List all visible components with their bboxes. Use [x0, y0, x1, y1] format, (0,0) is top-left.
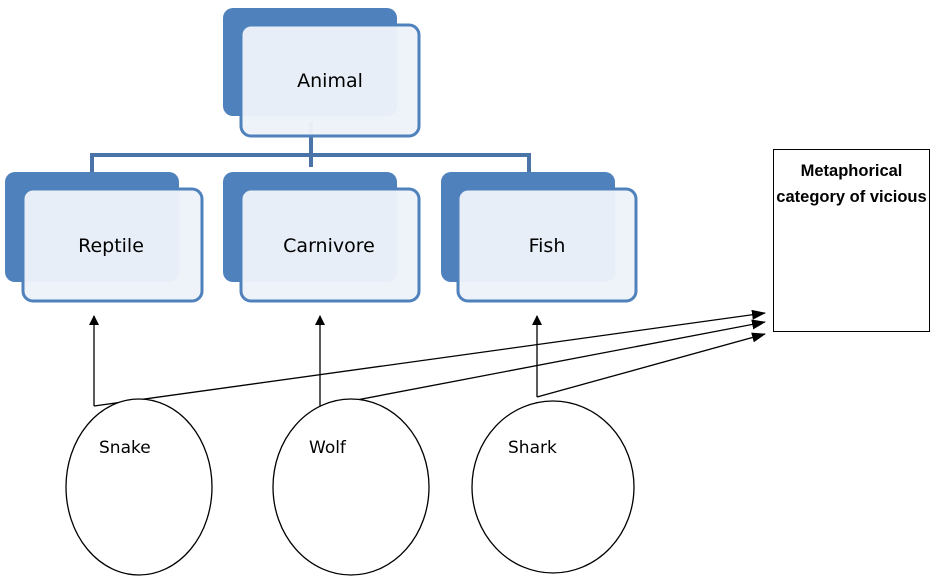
instance-snake[interactable]: Snake	[65, 398, 213, 576]
node-fish-label: Fish	[529, 235, 566, 257]
node-animal-label: Animal	[297, 70, 363, 92]
node-carnivore[interactable]: Carnivore	[223, 172, 421, 303]
metaphorical-category-label: Metaphorical category of vicious	[776, 162, 927, 206]
node-animal[interactable]: Animal	[223, 8, 421, 138]
arrows	[89, 309, 766, 408]
instance-shark[interactable]: Shark	[471, 400, 635, 574]
node-carnivore-label: Carnivore	[283, 235, 375, 257]
arrow-shark-to-vicious	[536, 332, 766, 398]
instance-wolf-label: Wolf	[309, 438, 347, 458]
node-fish[interactable]: Fish	[441, 172, 638, 303]
metaphorical-category-box[interactable]: Metaphorical category of vicious	[773, 149, 930, 332]
instance-snake-label: Snake	[99, 438, 151, 458]
arrow-snake-to-vicious	[93, 309, 766, 407]
instance-wolf[interactable]: Wolf	[272, 398, 430, 576]
node-reptile[interactable]: Reptile	[5, 172, 204, 303]
node-reptile-label: Reptile	[78, 235, 144, 257]
arrow-wolf-to-vicious	[319, 319, 766, 408]
instance-shark-label: Shark	[508, 438, 557, 458]
